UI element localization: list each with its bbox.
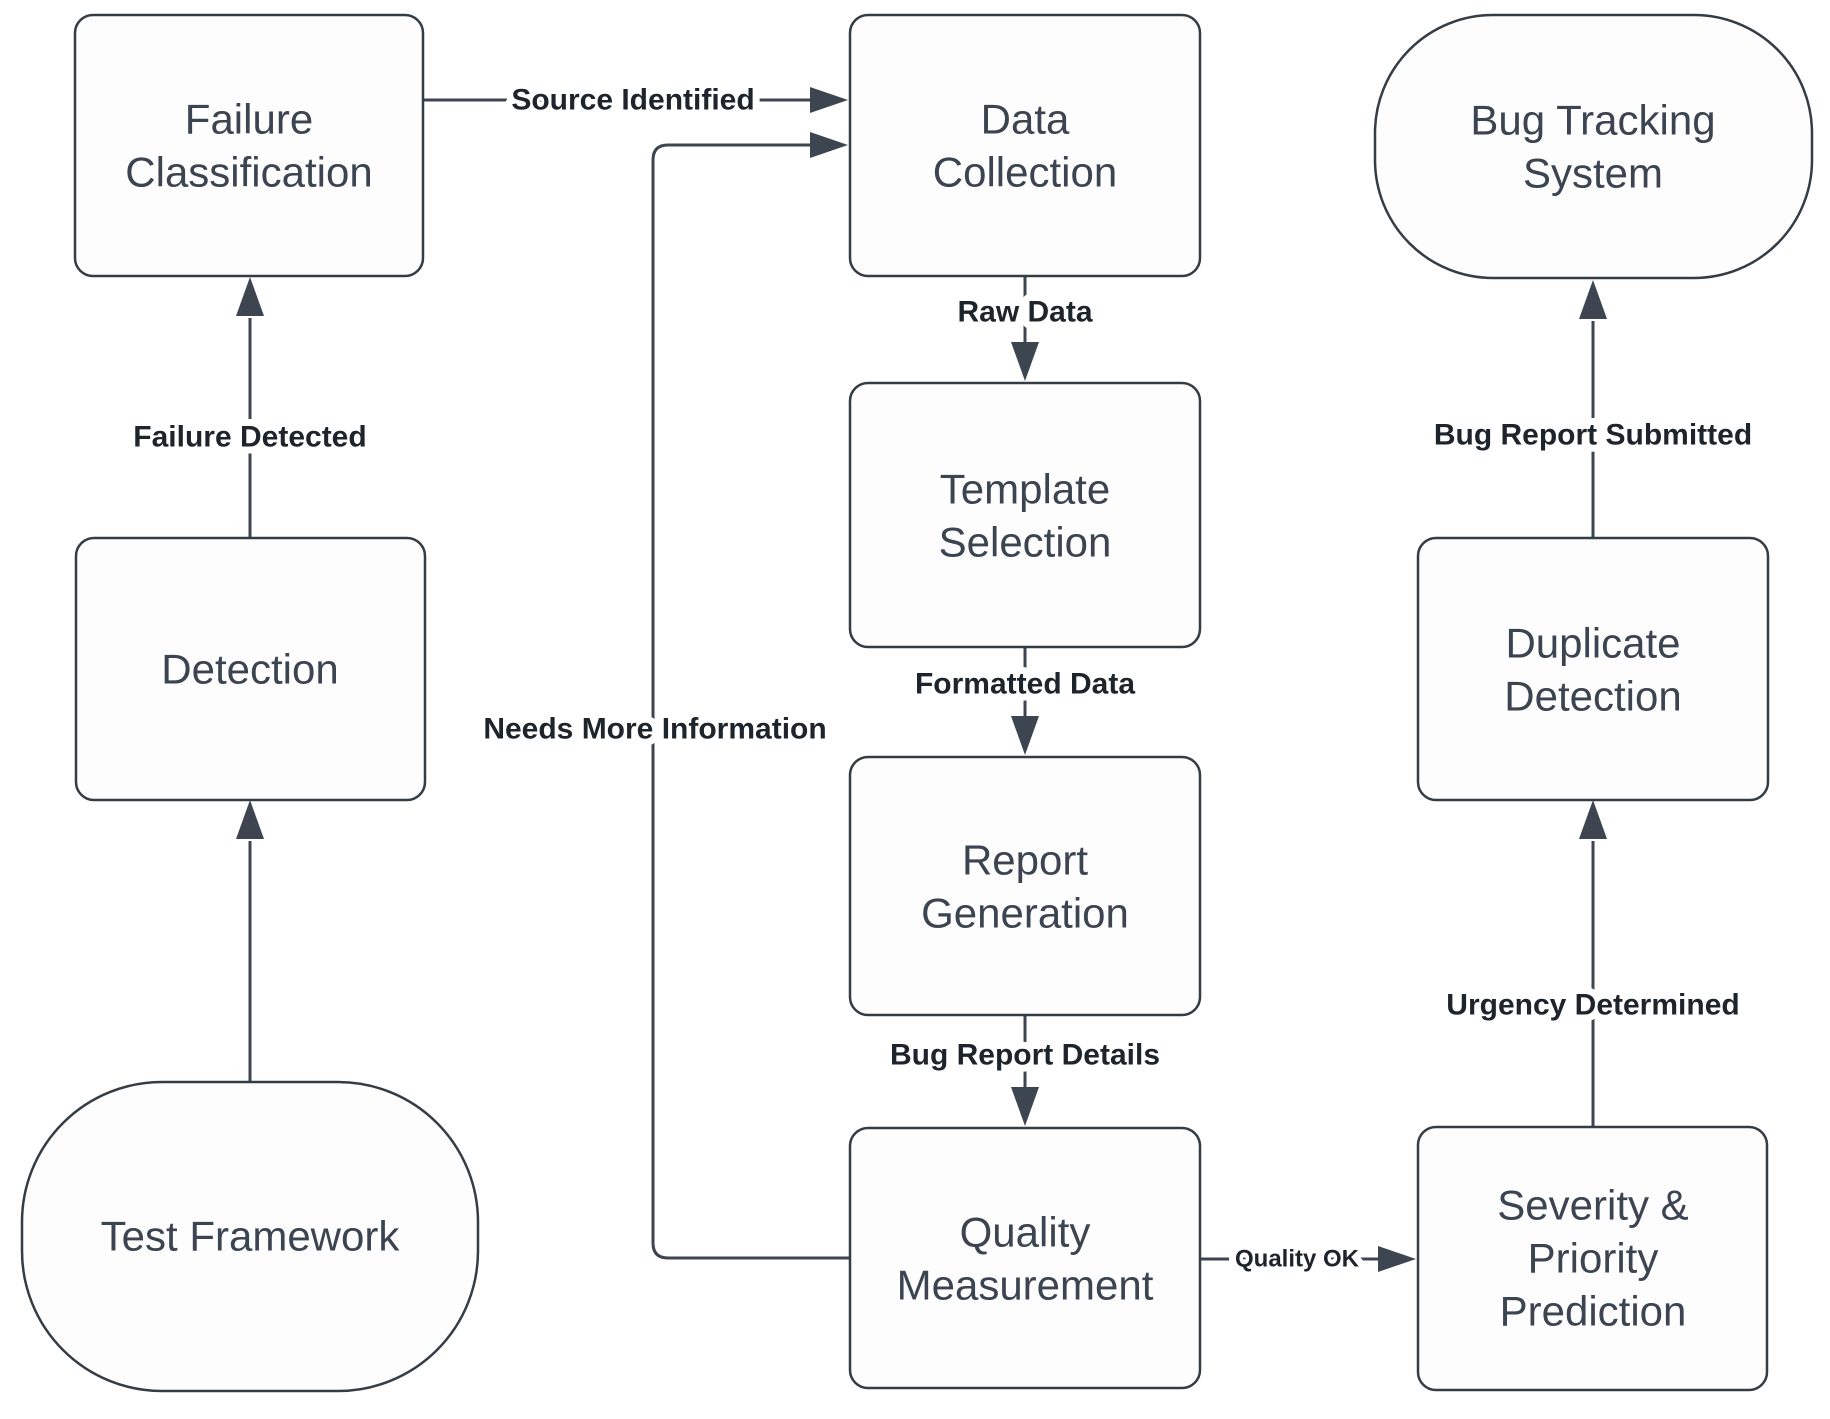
node-label: Collection	[933, 149, 1117, 196]
edge-label-quality-ok: Quality OK	[1235, 1246, 1360, 1273]
edge-label-group: Failure Detected Source Identified Needs…	[126, 77, 1759, 1280]
arrowhead-into-data-collection-top-icon	[810, 87, 848, 113]
node-severity-priority-prediction-box	[1416, 1125, 1769, 1392]
node-label: Classification	[125, 149, 372, 196]
node-bug-tracking-system: Bug Tracking System	[1373, 13, 1814, 280]
node-label: Report	[962, 837, 1088, 884]
edge-label-bug-report-details: Bug Report Details	[890, 1039, 1160, 1072]
node-test-framework-shape	[20, 1080, 480, 1393]
node-quality-measurement-box	[848, 1126, 1202, 1390]
node-detection-box	[74, 536, 427, 802]
arrowhead-into-duplicate-detection-icon	[1579, 800, 1607, 839]
node-template-selection: Template Selection	[848, 381, 1202, 649]
node-label: Template	[940, 466, 1110, 513]
node-label: System	[1523, 150, 1663, 197]
arrowhead-into-report-generation-icon	[1011, 716, 1039, 755]
node-label: Bug Tracking	[1470, 97, 1715, 144]
edge-needs-more-information	[651, 143, 850, 1260]
node-test-framework: Test Framework	[20, 1080, 480, 1393]
node-label: Selection	[939, 519, 1112, 566]
node-label: Failure	[185, 96, 313, 143]
node-label: Quality	[960, 1209, 1091, 1256]
node-data-collection-box	[848, 13, 1202, 278]
arrowhead-into-detection-icon	[236, 800, 264, 839]
node-failure-classification: Failure Classification	[73, 13, 425, 278]
node-failure-classification-box	[73, 13, 425, 278]
arrowhead-into-quality-measurement-icon	[1011, 1087, 1039, 1126]
node-data-collection: Data Collection	[848, 13, 1202, 278]
node-duplicate-detection: Duplicate Detection	[1416, 536, 1770, 802]
edge-label-bug-report-submitted: Bug Report Submitted	[1434, 419, 1752, 452]
node-severity-priority-prediction: Severity & Priority Prediction	[1416, 1125, 1769, 1392]
node-template-selection-box	[848, 381, 1202, 649]
node-label: Generation	[921, 890, 1129, 937]
node-label: Priority	[1528, 1235, 1659, 1282]
arrowhead-into-severity-priority-icon	[1378, 1246, 1416, 1272]
node-detection: Detection	[74, 536, 427, 802]
node-label: Detection	[161, 646, 338, 693]
edge-label-urgency-determined: Urgency Determined	[1446, 989, 1739, 1022]
node-report-generation: Report Generation	[848, 755, 1202, 1017]
arrowhead-into-failure-classification-icon	[236, 277, 264, 316]
node-label: Severity &	[1497, 1182, 1688, 1229]
node-label: Detection	[1504, 673, 1681, 720]
node-quality-measurement: Quality Measurement	[848, 1126, 1202, 1390]
arrowhead-into-bug-tracking-system-icon	[1579, 280, 1607, 319]
node-label: Duplicate	[1505, 620, 1680, 667]
edge-label-raw-data: Raw Data	[957, 296, 1092, 329]
node-group: Failure Classification Detection Test Fr…	[20, 13, 1814, 1393]
edge-group	[236, 87, 1607, 1272]
node-duplicate-detection-box	[1416, 536, 1770, 802]
node-label: Prediction	[1500, 1288, 1687, 1335]
arrowhead-into-data-collection-loop-icon	[810, 132, 848, 158]
node-report-generation-box	[848, 755, 1202, 1017]
edge-label-formatted-data: Formatted Data	[915, 668, 1135, 701]
edge-label-failure-detected: Failure Detected	[133, 421, 366, 454]
node-label: Test Framework	[101, 1213, 401, 1260]
node-label: Measurement	[897, 1262, 1154, 1309]
arrowhead-into-template-selection-icon	[1011, 342, 1039, 381]
node-bug-tracking-system-shape	[1373, 13, 1814, 280]
edge-label-needs-more-information: Needs More Information	[483, 713, 826, 746]
node-label: Data	[981, 96, 1070, 143]
edge-label-source-identified: Source Identified	[511, 84, 754, 117]
